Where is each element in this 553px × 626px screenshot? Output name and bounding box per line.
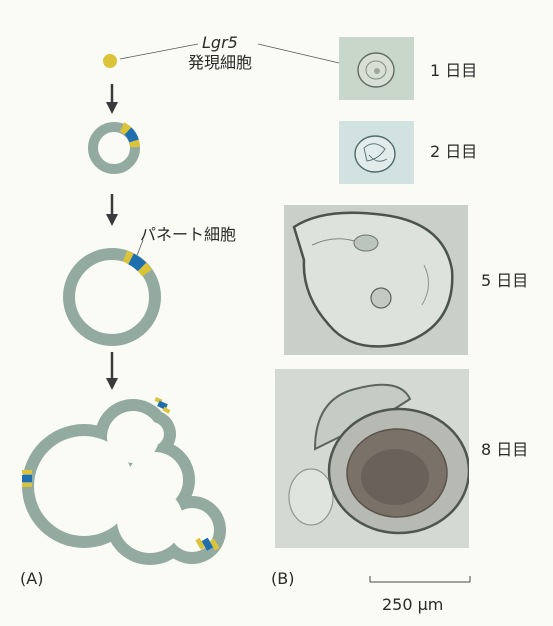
leader-line-left [119,43,199,60]
expressing-cell-label: 発現細胞 [188,53,253,72]
panel-b-label: (B) [271,569,295,588]
gene-name-label: Lgr5 [202,33,238,52]
arrow-3 [106,352,118,390]
lobed-organoid [22,397,226,565]
scale-bar-label: 250 μm [382,595,444,614]
photo-day1 [339,37,414,100]
panel-a-label: (A) [20,569,44,588]
scale-bar [369,576,471,583]
photo-day2 [339,121,414,184]
day1-label: 1 日目 [430,61,478,80]
day5-label: 5 日目 [481,271,529,290]
day2-label: 2 日目 [430,142,478,161]
arrow-1 [106,84,118,114]
photo-day5 [284,205,468,355]
leader-line-right [257,43,353,67]
lgr5-cell [103,54,117,68]
arrow-2 [106,194,118,226]
day8-label: 8 日目 [481,440,529,459]
paneth-cell-label: パネート細胞 [140,225,237,244]
small-ring [88,122,140,174]
medium-ring [63,248,161,346]
photo-day8 [275,369,469,548]
